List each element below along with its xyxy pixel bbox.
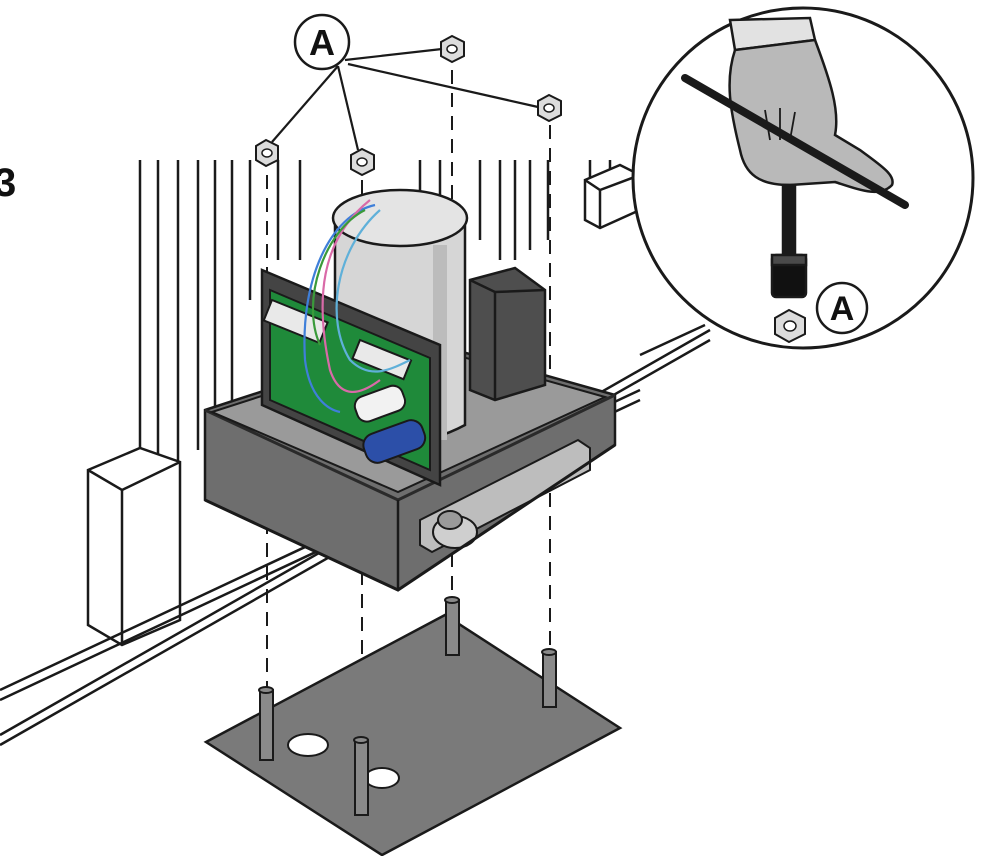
socket-wrench-icon: [770, 183, 808, 299]
edge-mark: 3: [0, 161, 16, 205]
plate-hole: [287, 733, 329, 757]
nut-icon: [774, 308, 806, 344]
threaded-stud: [541, 648, 557, 708]
base-plate: [203, 596, 623, 856]
callout-a: A: [293, 13, 351, 71]
threaded-stud: [444, 596, 460, 656]
t-bar-handle: [681, 74, 909, 209]
hand-icon: [728, 16, 894, 194]
callout-leaders: [271, 47, 539, 151]
nut-icon: [255, 138, 279, 168]
callout-a-label: A: [309, 22, 335, 63]
plate-hole: [364, 767, 400, 789]
inset-detail: A: [631, 6, 975, 357]
nut-icon: [350, 147, 375, 177]
threaded-stud: [258, 686, 274, 761]
threaded-stud: [353, 736, 369, 816]
nut-icon: [440, 34, 465, 64]
inset-callout-a-label: A: [830, 290, 855, 328]
motor-unit: [203, 188, 617, 592]
nut-icon: [537, 93, 562, 123]
